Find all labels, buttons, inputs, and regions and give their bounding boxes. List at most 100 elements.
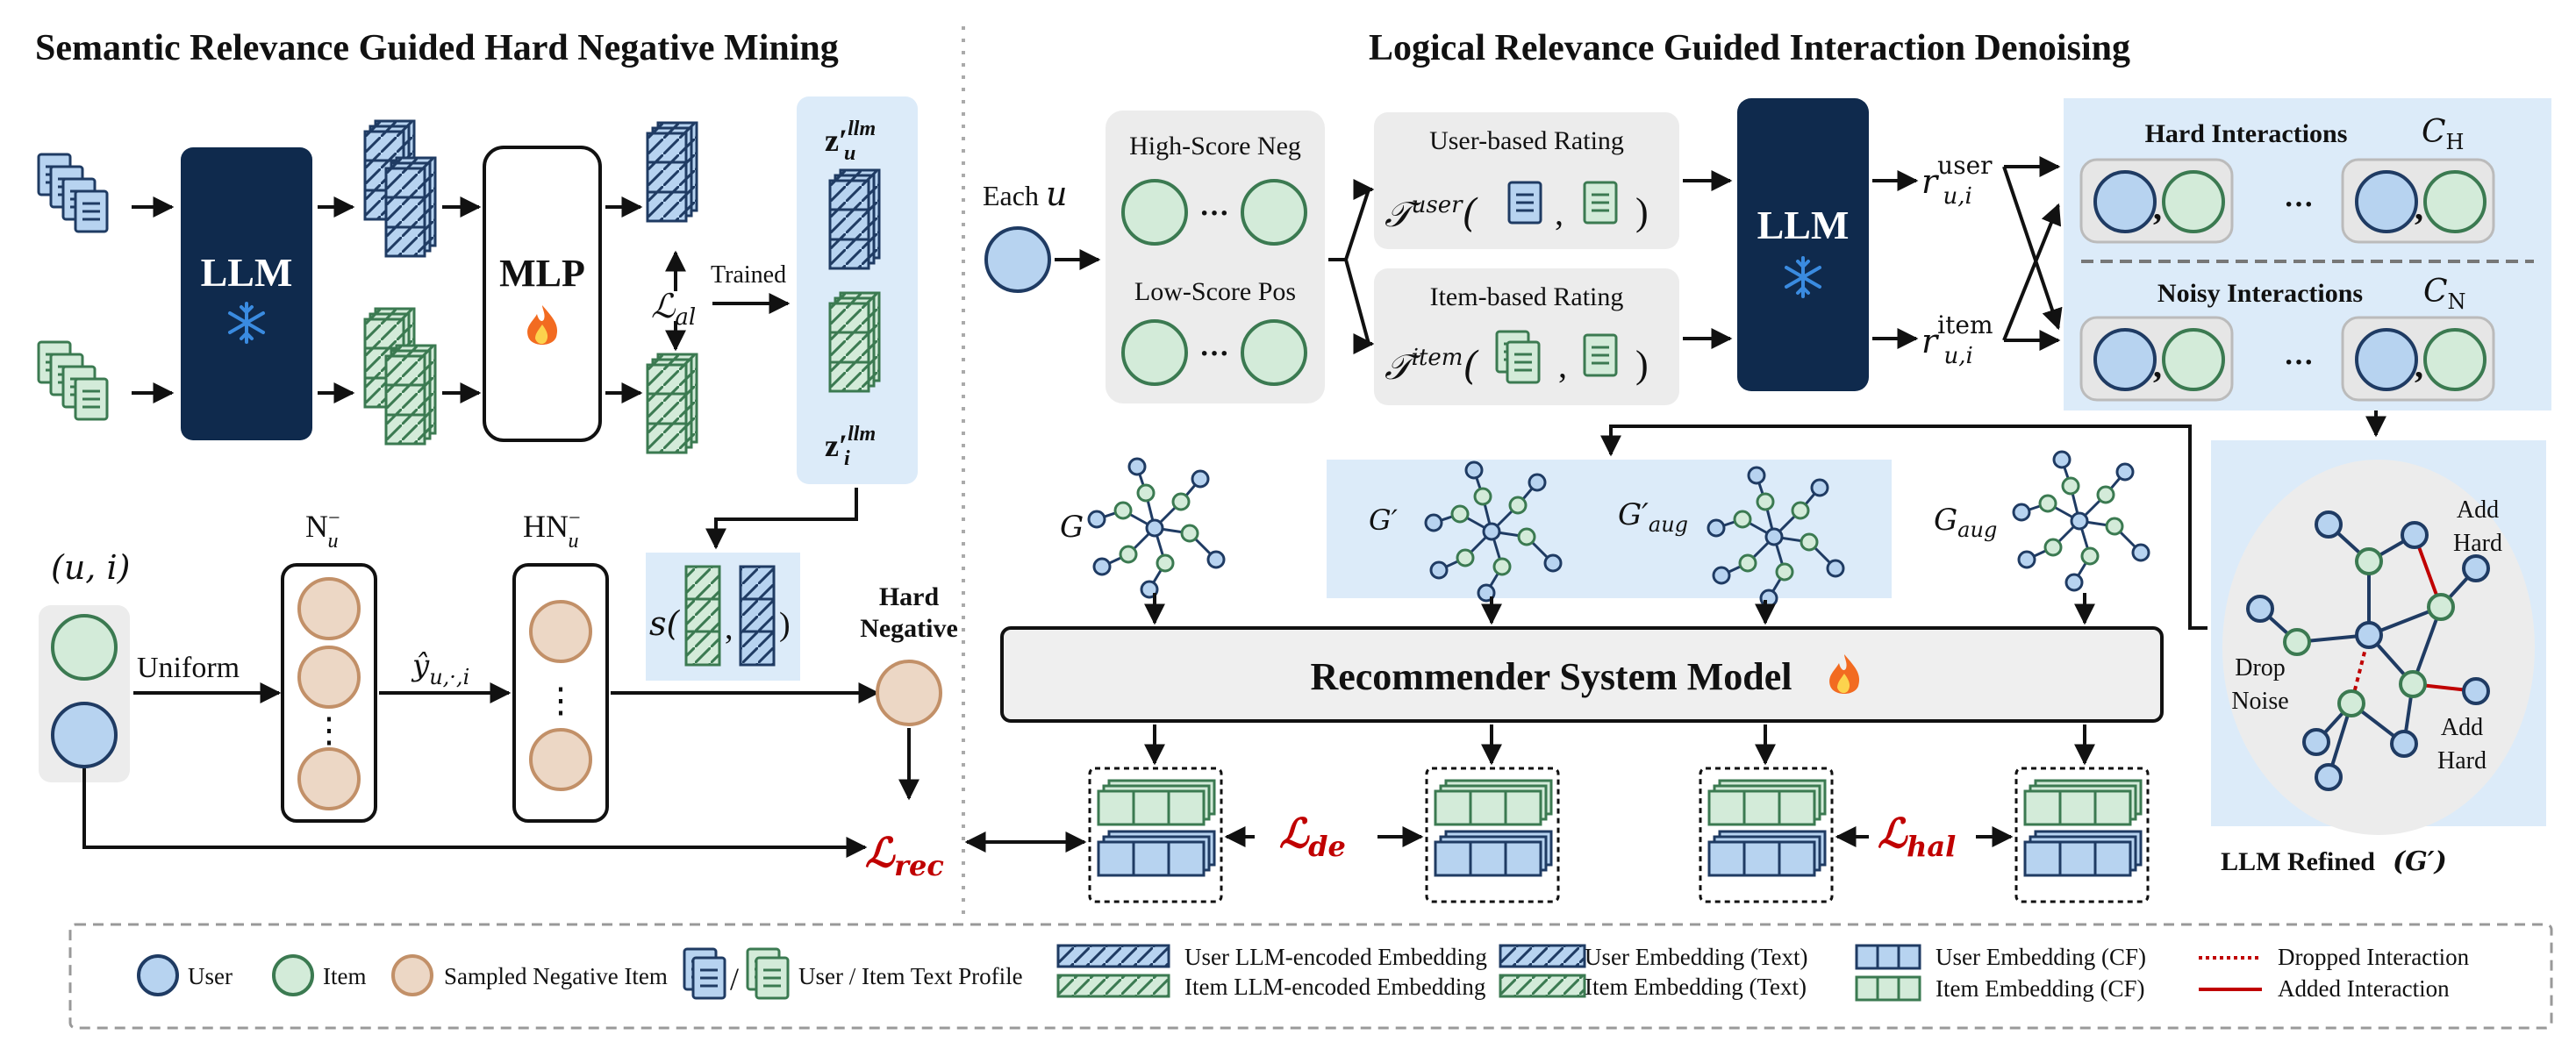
llm-encoder-box: LLM	[181, 147, 312, 440]
trained-embeddings-panel: z′llm u z′llm i	[797, 96, 918, 484]
svg-text:···: ···	[1199, 338, 1229, 370]
item-text-profile-icon	[37, 340, 109, 421]
negative-candidate-list: ⋮	[281, 563, 377, 823]
svg-text:/: /	[730, 961, 739, 996]
graph-g-aug-prime-label: G′aug	[1618, 497, 1688, 537]
embeddings-augmented	[2014, 767, 2150, 903]
interaction-classes-panel: Hard Interactions CH , ··· , Noisy Inter…	[2064, 98, 2551, 410]
svg-text:Item Embedding (Text): Item Embedding (Text)	[1585, 974, 1807, 1000]
svg-text:Hard Interactions: Hard Interactions	[2145, 119, 2348, 148]
svg-text:Hard: Hard	[2453, 530, 2502, 557]
svg-text:Added Interaction: Added Interaction	[2278, 975, 2450, 1002]
legend: User Item Sampled Negative Item / User /…	[68, 923, 2553, 1030]
hard-negative-label-line2: Negative	[860, 614, 958, 643]
svg-text:,: ,	[1555, 193, 1563, 232]
hal-loss-symbol: ℒhal	[1878, 810, 1956, 863]
candidate-selection-box: High-Score Neg ··· Low-Score Pos ···	[1106, 111, 1325, 403]
graph-g-label: G	[1060, 510, 1084, 545]
svg-text:i: i	[844, 447, 850, 470]
svg-text:···: ···	[1199, 197, 1229, 230]
aligned-user-embedding	[646, 121, 698, 223]
svg-text:,: ,	[2415, 188, 2423, 227]
svg-text:,: ,	[1558, 346, 1567, 385]
denoise-loss-symbol: ℒde	[1279, 810, 1346, 863]
svg-text:,: ,	[2415, 346, 2423, 385]
svg-text:User Embedding (Text): User Embedding (Text)	[1585, 944, 1808, 970]
svg-text:Item LLM-encoded Embedding: Item LLM-encoded Embedding	[1184, 974, 1485, 1000]
svg-text:User / Item Text Profile: User / Item Text Profile	[798, 963, 1023, 989]
svg-text:···: ···	[2284, 346, 2314, 379]
svg-text:⋮: ⋮	[311, 710, 347, 750]
hard-negative-label-line1: Hard	[879, 582, 940, 611]
svg-text:,: ,	[2153, 346, 2162, 385]
user-node	[51, 702, 118, 768]
left-panel-title: Semantic Relevance Guided Hard Negative …	[35, 28, 839, 68]
svg-text:Sampled Negative Item: Sampled Negative Item	[444, 963, 668, 989]
svg-text:Add: Add	[2441, 714, 2483, 741]
svg-text:z′llm: z′llm	[825, 423, 876, 463]
llm-judge-box: LLM	[1737, 98, 1869, 391]
svg-text:): )	[1635, 190, 1649, 233]
alignment-loss-symbol: ℒal	[651, 287, 696, 331]
svg-text:Dropped Interaction: Dropped Interaction	[2278, 944, 2470, 970]
svg-text:): )	[1635, 343, 1649, 386]
uniform-sampling-label: Uniform	[137, 652, 240, 684]
svg-text:Low-Score Pos: Low-Score Pos	[1134, 277, 1296, 306]
svg-text:Noise: Noise	[2231, 688, 2288, 715]
predicted-score-label: ŷu,·,i	[411, 648, 469, 689]
embeddings-original	[1088, 767, 1223, 903]
svg-text:Drop: Drop	[2235, 654, 2286, 682]
augmented-graph	[2012, 450, 2150, 592]
svg-text:User: User	[188, 963, 233, 989]
svg-text:User LLM-encoded Embedding: User LLM-encoded Embedding	[1184, 944, 1487, 970]
svg-text:): )	[779, 606, 791, 643]
hard-negative-node	[876, 660, 942, 726]
llm-refined-graph-panel: Add Hard Drop Noise Add Hard	[2211, 440, 2546, 835]
llm-label: LLM	[201, 250, 293, 295]
original-graph	[1087, 457, 1226, 599]
svg-text:Item Embedding (CF): Item Embedding (CF)	[1936, 975, 2144, 1002]
recommender-model-box: Recommender System Model	[1000, 626, 2164, 723]
svg-text:CH: CH	[2422, 114, 2464, 154]
svg-text:Noisy Interactions: Noisy Interactions	[2157, 279, 2363, 308]
svg-text:CN: CN	[2423, 274, 2466, 314]
svg-text:High-Score Neg: High-Score Neg	[1129, 132, 1301, 161]
svg-text:Recommender System Model: Recommender System Model	[1310, 655, 1792, 698]
mlp-adapter-box: MLP	[483, 146, 602, 442]
svg-text:···: ···	[2284, 189, 2314, 221]
rec-loss-symbol: ℒrec	[865, 829, 944, 882]
item-based-rating-box: Item-based Rating 𝒯item( , )	[1374, 268, 1679, 405]
svg-text:u: u	[844, 142, 855, 165]
svg-text:User-based Rating: User-based Rating	[1429, 126, 1624, 155]
graph-g-aug-label: Gaug	[1934, 503, 1997, 542]
negative-set-label: N−u	[305, 507, 340, 553]
aligned-item-embedding	[646, 353, 698, 454]
embeddings-refined	[1425, 767, 1560, 903]
svg-text:Item: Item	[323, 963, 366, 989]
graph-g-prime-label: G′	[1369, 503, 1399, 537]
item-node	[51, 614, 118, 681]
refined-graphs-panel	[1327, 460, 1892, 598]
svg-text:Add: Add	[2457, 496, 2499, 524]
svg-text:Hard: Hard	[2437, 747, 2487, 774]
user-based-rating-box: User-based Rating 𝒯user( , )	[1374, 112, 1679, 249]
mlp-label: MLP	[499, 252, 585, 295]
svg-text:z′llm: z′llm	[825, 118, 876, 158]
trained-label: Trained	[711, 261, 786, 289]
user-node	[984, 226, 1051, 293]
svg-text:Item-based Rating: Item-based Rating	[1430, 282, 1624, 311]
svg-text:,: ,	[2153, 188, 2162, 227]
svg-text:LLM: LLM	[1757, 203, 1850, 247]
user-item-pair-label: (u, i)	[51, 548, 130, 587]
hard-negative-set-label: HN−u	[523, 507, 581, 553]
user-text-profile-icon	[37, 153, 109, 233]
svg-text:⋮: ⋮	[543, 681, 578, 720]
svg-text:,: ,	[725, 610, 733, 646]
right-panel-title: Logical Relevance Guided Interaction Den…	[1369, 28, 2130, 68]
llm-refined-caption: LLM Refined(G′)	[2221, 846, 2447, 877]
similarity-score: s( , )	[646, 553, 800, 681]
